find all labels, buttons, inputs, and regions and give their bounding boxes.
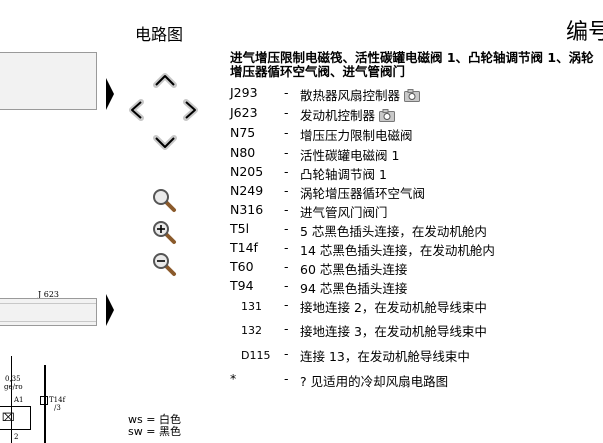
- item-dash: -: [284, 145, 289, 160]
- zoom-icon: [153, 189, 176, 212]
- item-dash: -: [284, 85, 289, 100]
- item-dash: -: [284, 183, 289, 198]
- bottom-pin-label: 2: [14, 433, 19, 441]
- item-dash: -: [284, 105, 289, 120]
- arrow-down-icon: [153, 135, 177, 150]
- nav-title: 电路图: [135, 25, 184, 44]
- pan-left-button[interactable]: [123, 96, 151, 124]
- item-desc: 散热器风扇控制器: [300, 88, 401, 103]
- arrow-up-icon: [153, 73, 177, 88]
- diagram-component-bar: [0, 298, 97, 326]
- item-desc: 涡轮增压器循环空气阀: [300, 186, 426, 201]
- legend-eq: =: [146, 425, 156, 438]
- pan-down-button[interactable]: [151, 128, 179, 156]
- item-code: J623: [230, 105, 258, 120]
- item-desc: 14 芯黑色插头连接，在发动机舱内: [300, 243, 495, 258]
- edit-number-label: 编号: [566, 20, 603, 45]
- connector-pin-label: /3: [54, 404, 61, 412]
- diagram-headline: 进气增压限制电磁筏、活性碳罐电磁阀 1、凸轮轴调节阀 1、涡轮增压器循环空气阀、…: [230, 50, 594, 79]
- zoom-in-icon: [153, 221, 176, 244]
- circuit-diagram-preview[interactable]: J 623 0,35 ge/ro A1 T14f /3 ⌧ 2: [0, 0, 130, 443]
- item-desc: 94 芯黑色插头连接: [300, 281, 408, 296]
- item-code: T5l: [230, 221, 250, 236]
- legend-code: sw: [128, 425, 143, 438]
- legend-name: 白色: [158, 413, 181, 426]
- legend-row: sw = 黑色: [128, 426, 181, 438]
- item-code: N316: [230, 202, 264, 217]
- legend-row: ws = 白色: [128, 414, 181, 426]
- zoom-out-button[interactable]: [150, 250, 178, 278]
- zoom-button[interactable]: [150, 186, 178, 214]
- relay-box: [0, 406, 31, 430]
- camera-icon[interactable]: [404, 89, 421, 102]
- zoom-out-icon: [153, 253, 176, 276]
- item-desc: ? 见适用的冷却风扇电路图: [300, 374, 449, 389]
- diagram-marker-lower: [106, 294, 114, 326]
- item-desc: 活性碳罐电磁阀 1: [300, 148, 400, 163]
- pan-right-button[interactable]: [176, 96, 204, 124]
- pan-up-button[interactable]: [151, 66, 179, 94]
- item-code: J293: [230, 85, 258, 100]
- item-desc: 进气管风门阀门: [300, 205, 388, 220]
- pin-a1-label: A1: [14, 396, 24, 404]
- item-code: T14f: [230, 240, 258, 255]
- color-legend: ws = 白色 sw = 黑色: [128, 414, 181, 438]
- item-code: N249: [230, 183, 264, 198]
- item-code: T60: [230, 259, 254, 274]
- wire-left: [11, 356, 12, 443]
- item-desc: 增压压力限制电磁阀: [300, 128, 413, 143]
- item-code: 131: [241, 300, 262, 313]
- component-label-j623: J 623: [38, 290, 60, 299]
- item-dash: -: [284, 371, 289, 386]
- item-dash: -: [284, 240, 289, 255]
- item-desc: 凸轮轴调节阀 1: [300, 167, 387, 182]
- item-desc: 接地连接 2，在发动机舱导线束中: [300, 300, 487, 315]
- arrow-right-icon: [183, 99, 198, 121]
- item-dash: -: [284, 202, 289, 217]
- item-dash: -: [284, 125, 289, 140]
- item-dash: -: [284, 321, 289, 336]
- item-code: N205: [230, 164, 264, 179]
- item-code: T94: [230, 278, 254, 293]
- arrow-left-icon: [129, 99, 144, 121]
- relay-symbol-icon: ⌧: [2, 411, 15, 424]
- item-dash: -: [284, 297, 289, 312]
- wire-size-label: 0,35: [5, 375, 21, 383]
- item-dash: -: [284, 278, 289, 293]
- item-dash: -: [284, 259, 289, 274]
- item-desc: 60 芯黑色插头连接: [300, 262, 408, 277]
- item-desc: 5 芯黑色插头连接，在发动机舱内: [300, 224, 487, 239]
- item-code: D115: [241, 349, 271, 362]
- diagram-marker-upper: [106, 78, 114, 110]
- wire-color-label: ge/ro: [4, 383, 23, 391]
- item-code: *: [230, 371, 237, 386]
- connector-symbol: [40, 396, 48, 405]
- connector-label: T14f: [49, 396, 66, 404]
- camera-icon[interactable]: [379, 109, 396, 122]
- legend-eq: =: [146, 413, 156, 426]
- zoom-in-button[interactable]: [150, 218, 178, 246]
- item-dash: -: [284, 346, 289, 361]
- item-dash: -: [284, 221, 289, 236]
- legend-name: 黑色: [158, 425, 181, 438]
- item-code: 132: [241, 324, 262, 337]
- item-desc: 接地连接 3，在发动机舱导线束中: [300, 324, 487, 339]
- item-desc: 发动机控制器: [300, 108, 376, 123]
- item-code: N75: [230, 125, 256, 140]
- legend-code: ws: [128, 413, 143, 426]
- item-desc: 连接 13，在发动机舱导线束中: [300, 349, 470, 364]
- item-dash: -: [284, 164, 289, 179]
- diagram-panel-upper: [0, 52, 97, 110]
- item-code: N80: [230, 145, 256, 160]
